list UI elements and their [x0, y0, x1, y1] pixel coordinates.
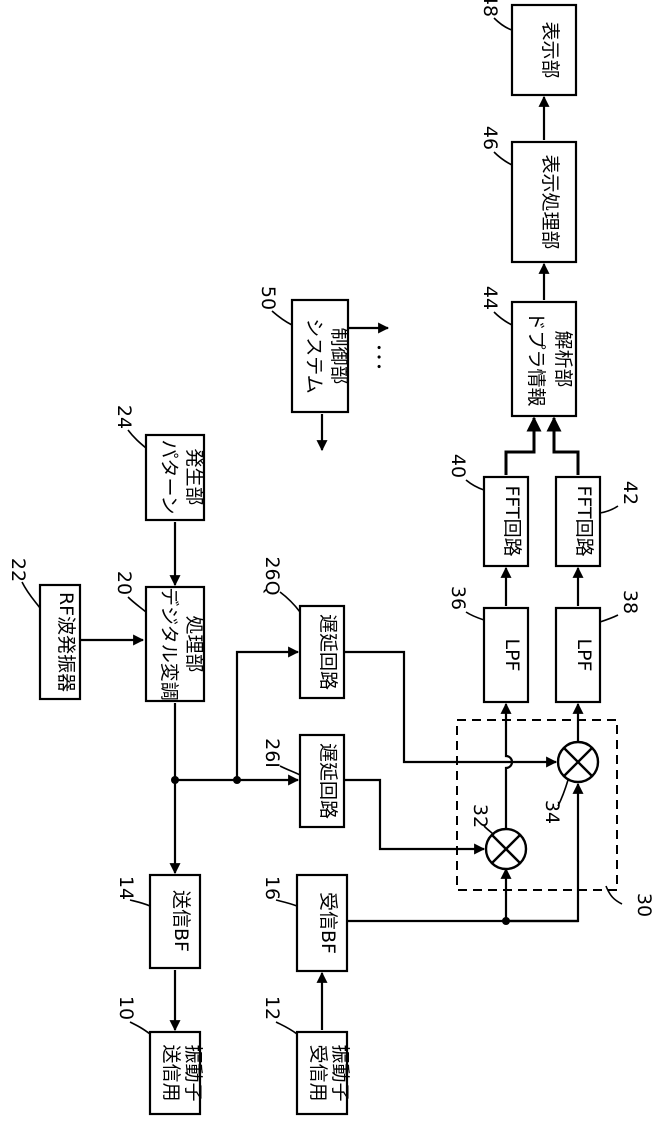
lead-14	[130, 900, 150, 906]
lead-44	[494, 312, 512, 325]
junction-mod	[171, 776, 179, 784]
ref-20: 20	[113, 571, 135, 595]
ref-10: 10	[115, 996, 137, 1020]
lead-48	[494, 18, 512, 30]
block-send-transducer: 送信用 振動子	[150, 1032, 204, 1114]
ref-26q: 26Q	[261, 556, 283, 595]
block-fft-42-label: FFT回路	[573, 485, 595, 556]
block-delay-26i: 遅延回路	[300, 735, 344, 827]
block-delay-26i-label: 遅延回路	[317, 743, 339, 819]
wire-fft42-to-doppler	[554, 418, 578, 475]
ref-42: 42	[619, 481, 641, 505]
block-digital-modulation: デジタル変調 処理部	[146, 587, 205, 701]
block-digital-modulation-line1: デジタル変調	[158, 587, 180, 701]
block-recv-bf-label: 受信BF	[317, 892, 339, 954]
ref-40: 40	[447, 454, 469, 478]
ref-44: 44	[479, 286, 501, 310]
ref-26i: 26I	[261, 738, 283, 768]
ref-46: 46	[479, 126, 501, 150]
block-lpf-38: LPF	[556, 608, 600, 702]
block-rf-oscillator: RF波発振器	[40, 585, 80, 699]
ref-14: 14	[115, 876, 137, 900]
block-rf-oscillator-label: RF波発振器	[55, 592, 77, 692]
lead-12	[276, 1022, 297, 1034]
ref-16: 16	[261, 876, 283, 900]
block-delay-26q: 遅延回路	[300, 606, 344, 698]
block-lpf-36-label: LPF	[501, 639, 523, 672]
block-delay-26q-label: 遅延回路	[317, 614, 339, 690]
block-send-transducer-line2: 振動子	[182, 1044, 204, 1101]
ref-48: 48	[479, 0, 501, 17]
wire-fft40-to-doppler	[506, 418, 534, 475]
block-doppler-analysis-line2: 解析部	[552, 330, 574, 387]
ref-12: 12	[261, 996, 283, 1020]
lead-26q	[280, 592, 300, 612]
lead-50	[272, 311, 292, 325]
block-lpf-38-label: LPF	[573, 639, 595, 672]
block-pattern-generator-line1: パターン	[158, 439, 180, 514]
block-fft-40-label: FFT回路	[501, 485, 523, 556]
block-fft-42: FFT回路	[556, 477, 600, 566]
block-digital-modulation-line2: 処理部	[183, 615, 205, 672]
wire-26i-to-m32	[322, 780, 484, 849]
lead-26i	[280, 766, 300, 775]
lead-10	[130, 1022, 150, 1034]
group-30-lead	[606, 886, 622, 904]
block-recv-transducer: 受信用 振動子	[297, 1032, 351, 1114]
block-send-bf-label: 送信BF	[170, 890, 192, 952]
block-display-processing-label: 表示処理部	[539, 154, 561, 249]
lead-38	[600, 615, 618, 622]
block-system-control: システム 制御部	[292, 300, 350, 412]
block-send-transducer-line1: 送信用	[160, 1044, 182, 1101]
sys-ellipsis: ･･･	[367, 343, 389, 372]
lead-22	[22, 582, 40, 608]
ref-22: 22	[7, 558, 29, 582]
block-pattern-generator-line2: 発生部	[183, 448, 205, 505]
block-send-bf: 送信BF	[150, 875, 200, 968]
lead-42	[600, 506, 618, 513]
group-30-ref: 30	[633, 893, 653, 917]
lead-40	[466, 480, 484, 490]
block-recv-transducer-line1: 受信用	[307, 1044, 329, 1101]
block-fft-40: FFT回路	[484, 477, 528, 566]
block-display-label: 表示部	[539, 21, 561, 78]
block-display-processing: 表示処理部	[512, 142, 576, 262]
lead-36	[466, 612, 484, 620]
block-doppler-analysis: ドプラ情報 解析部	[512, 302, 576, 416]
block-system-control-line1: システム	[303, 318, 325, 393]
mixer-32	[486, 829, 526, 869]
ref-50: 50	[257, 286, 279, 310]
block-system-control-line2: 制御部	[328, 327, 350, 384]
block-doppler-analysis-line1: ドプラ情報	[525, 311, 547, 406]
block-pattern-generator: パターン 発生部	[146, 435, 205, 520]
lead-24	[128, 430, 146, 448]
lead-16	[276, 900, 297, 906]
ref-38: 38	[619, 590, 641, 614]
block-display: 表示部	[512, 5, 576, 95]
lead-20	[128, 597, 146, 612]
lead-46	[494, 152, 512, 165]
block-lpf-36: LPF	[484, 608, 528, 702]
block-recv-transducer-line2: 振動子	[329, 1044, 351, 1101]
mixer-34	[558, 742, 598, 782]
wire-m32-to-lpf36	[506, 704, 512, 829]
block-recv-bf: 受信BF	[297, 875, 347, 971]
ref-24: 24	[113, 405, 135, 429]
ref-36: 36	[447, 586, 469, 610]
ref-32: 32	[469, 804, 491, 828]
